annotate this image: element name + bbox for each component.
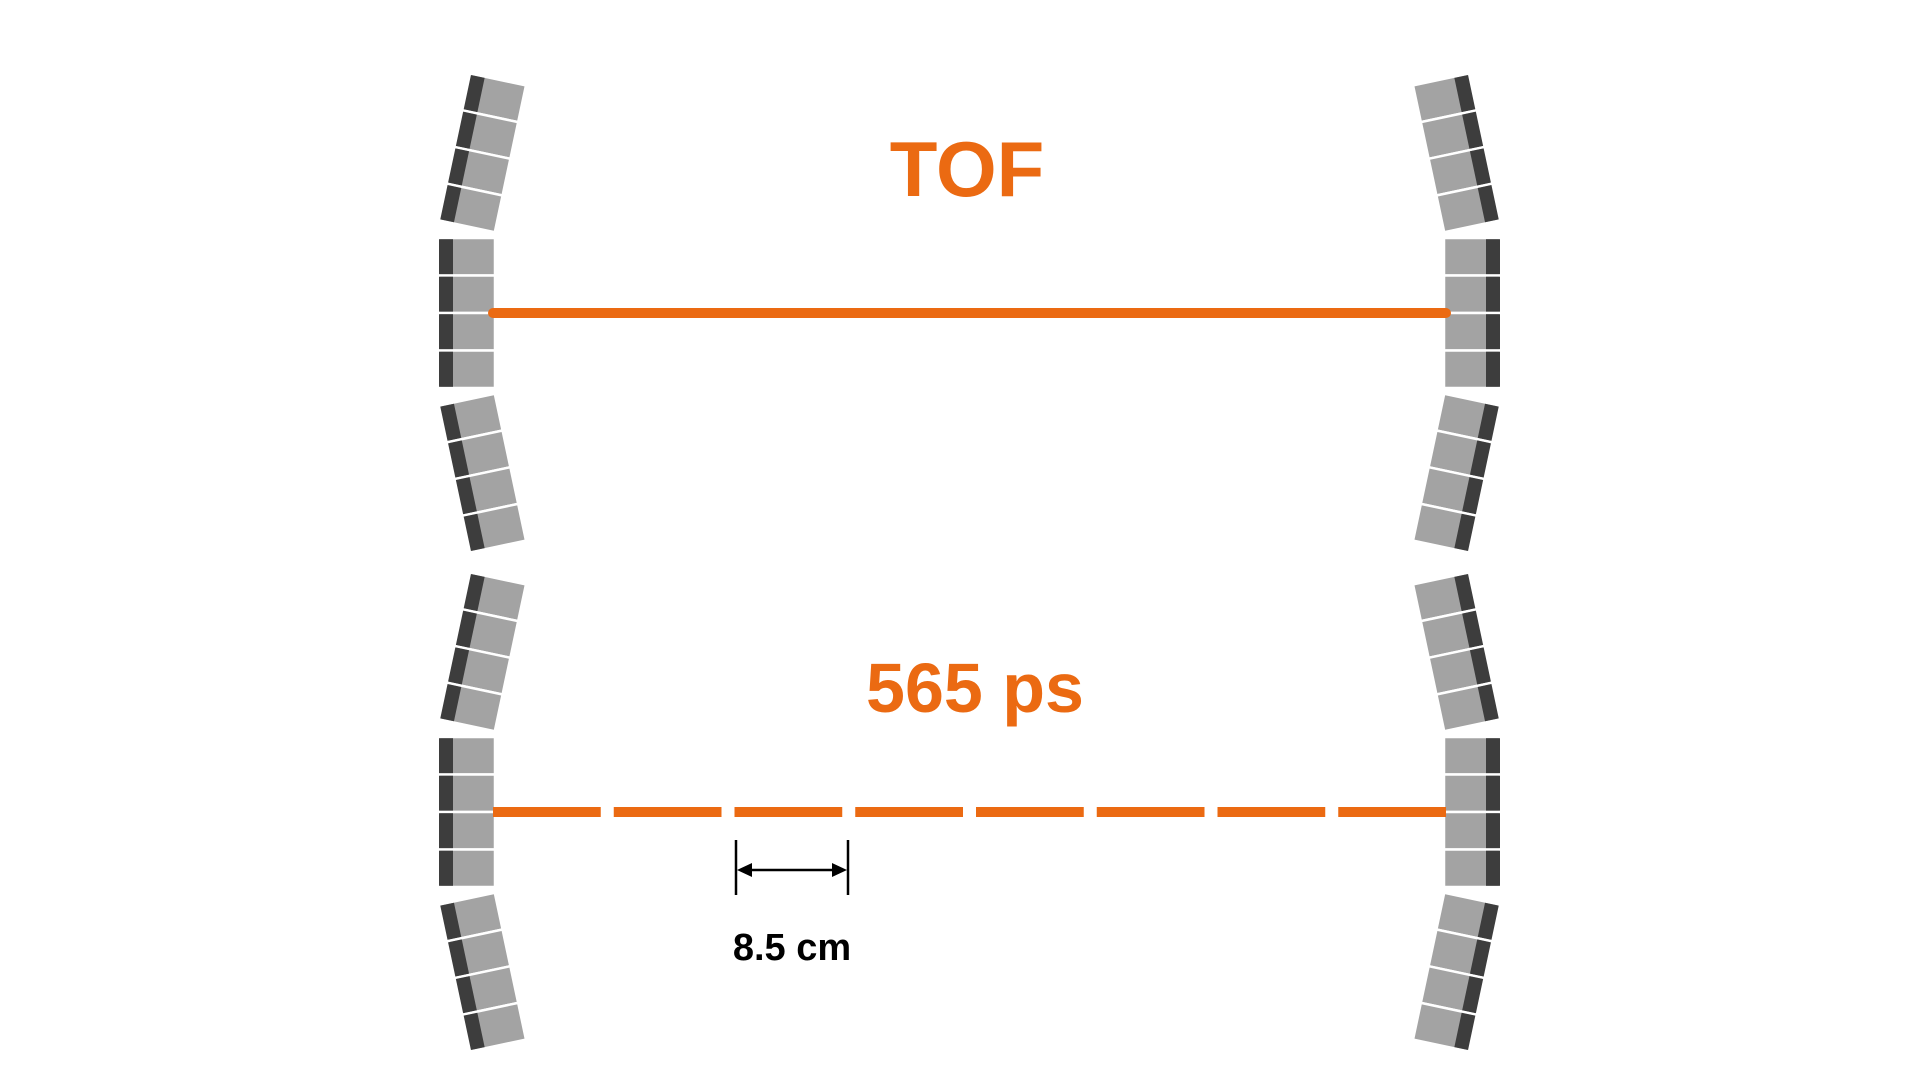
detector-crystal — [446, 145, 512, 197]
detector-module — [438, 72, 528, 234]
detector-crystal — [437, 274, 497, 315]
detector-ring-right — [1411, 72, 1502, 554]
detector-crystal — [1442, 349, 1502, 390]
detector-module — [1411, 891, 1501, 1053]
timing-resolution-label: 565 ps — [866, 649, 1084, 727]
detector-ring-left — [437, 571, 528, 1053]
detector-crystal — [1411, 72, 1478, 124]
detector-crystal — [1442, 735, 1502, 776]
detector-module — [438, 571, 528, 733]
detector-module — [1411, 392, 1501, 554]
detector-crystal — [446, 644, 512, 696]
arrowhead-right-icon — [832, 863, 847, 877]
detector-crystal — [1427, 928, 1493, 980]
detector-module — [438, 891, 528, 1053]
detector-crystal — [438, 681, 505, 733]
detector-crystal — [1411, 1001, 1478, 1053]
detector-crystal — [1419, 608, 1485, 660]
detector-crystal — [1442, 274, 1502, 315]
detector-module — [1411, 72, 1501, 234]
detector-module — [1411, 571, 1501, 733]
detector-crystal — [437, 349, 497, 390]
detector-module — [437, 236, 497, 390]
detector-crystal — [437, 236, 497, 277]
detector-crystal — [437, 773, 497, 814]
top-panel: TOF — [437, 72, 1502, 554]
detector-crystal — [1442, 773, 1502, 814]
detector-module — [1442, 735, 1502, 889]
detector-crystal — [437, 810, 497, 851]
detector-crystal — [1442, 810, 1502, 851]
detector-module — [1442, 236, 1502, 390]
spacing-dimension: 8.5 cm — [733, 840, 851, 969]
detector-crystal — [1442, 236, 1502, 277]
detector-crystal — [461, 72, 528, 124]
detector-crystal — [1434, 891, 1501, 943]
detector-crystal — [1434, 392, 1501, 444]
detector-ring-right — [1411, 571, 1502, 1053]
detector-module — [437, 735, 497, 889]
spacing-label: 8.5 cm — [733, 927, 851, 969]
tof-label: TOF — [890, 125, 1045, 213]
bottom-panel: 565 ps 8.5 cm — [437, 571, 1502, 1053]
detector-crystal — [1442, 311, 1502, 352]
detector-crystal — [437, 735, 497, 776]
detector-crystal — [1434, 681, 1501, 733]
detector-ring-left — [437, 72, 528, 554]
detector-crystal — [461, 1001, 528, 1053]
detector-crystal — [1442, 848, 1502, 889]
detector-crystal — [1411, 502, 1478, 554]
detector-crystal — [438, 182, 505, 234]
detector-crystal — [437, 848, 497, 889]
detector-crystal — [1434, 182, 1501, 234]
detector-crystal — [438, 392, 505, 444]
detector-crystal — [437, 311, 497, 352]
detector-crystal — [461, 502, 528, 554]
detector-crystal — [454, 109, 520, 161]
detector-module — [438, 392, 528, 554]
detector-crystal — [1419, 465, 1485, 517]
detector-crystal — [1411, 571, 1478, 623]
detector-crystal — [1419, 109, 1485, 161]
detector-crystal — [454, 465, 520, 517]
arrowhead-left-icon — [737, 863, 752, 877]
